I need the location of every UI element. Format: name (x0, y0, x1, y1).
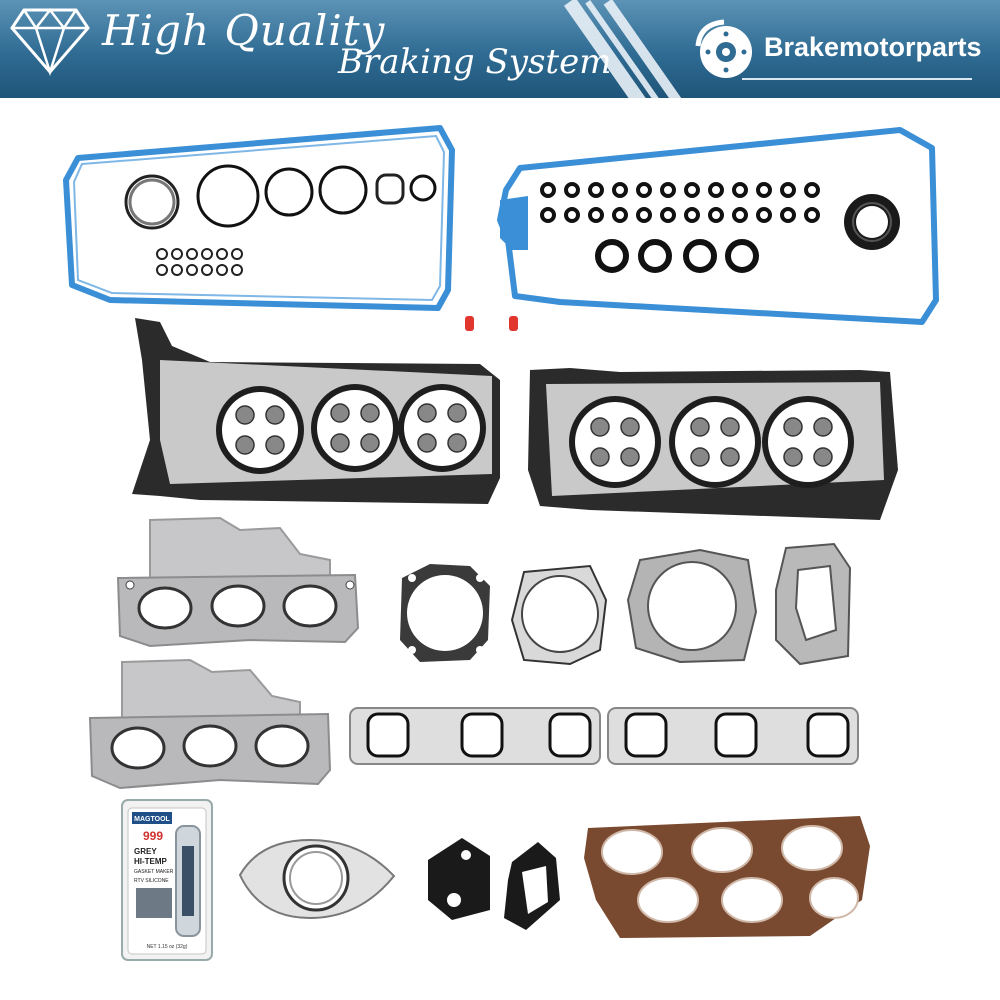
small-black-gaskets (428, 838, 560, 930)
sealant-brand: MAGTOOL (134, 816, 170, 823)
diamond-icon (10, 7, 90, 76)
exhaust-manifold-gasket-upper (116, 516, 360, 648)
red-caps (465, 316, 518, 331)
sealant-line3: GASKET MAKER (134, 869, 174, 875)
sealant-line4: RTV SILICONE (134, 878, 169, 884)
round-gaskets (400, 542, 852, 666)
brake-disc-icon (695, 19, 752, 78)
sealant-line1: GREY (134, 847, 157, 856)
exhaust-manifold-gasket-lower (88, 658, 332, 790)
sealant-line2: HI-TEMP (134, 857, 168, 866)
exhaust-flange-gasket (238, 838, 396, 920)
gasket-set-photo: MAGTOOL 999 GREY HI-TEMP GASKET MAKER RT… (63, 125, 939, 961)
brand-logo: Brakemotorparts (690, 14, 990, 90)
upper-intake-gasket (584, 816, 870, 938)
sealant-package: MAGTOOL 999 GREY HI-TEMP GASKET MAKER RT… (121, 799, 213, 961)
sealant-net: NET 1.15 oz (32g) (147, 944, 188, 950)
sealant-code: 999 (143, 829, 163, 843)
valve-cover-gasket-left (63, 125, 455, 311)
tagline-line2: Braking System (338, 42, 612, 82)
intake-plenum-gasket-left (349, 707, 601, 765)
head-gasket-right (528, 368, 898, 520)
brand-underline (742, 78, 972, 80)
valve-cover-gasket-right (497, 127, 939, 325)
brand-name: Brakemotorparts (764, 32, 982, 62)
brand-banner: High Quality Braking System Brakemotorpa… (0, 0, 1000, 98)
intake-plenum-gasket-right (607, 707, 859, 765)
tagline-line1: High Quality (102, 6, 386, 55)
head-gasket-left (132, 318, 500, 504)
